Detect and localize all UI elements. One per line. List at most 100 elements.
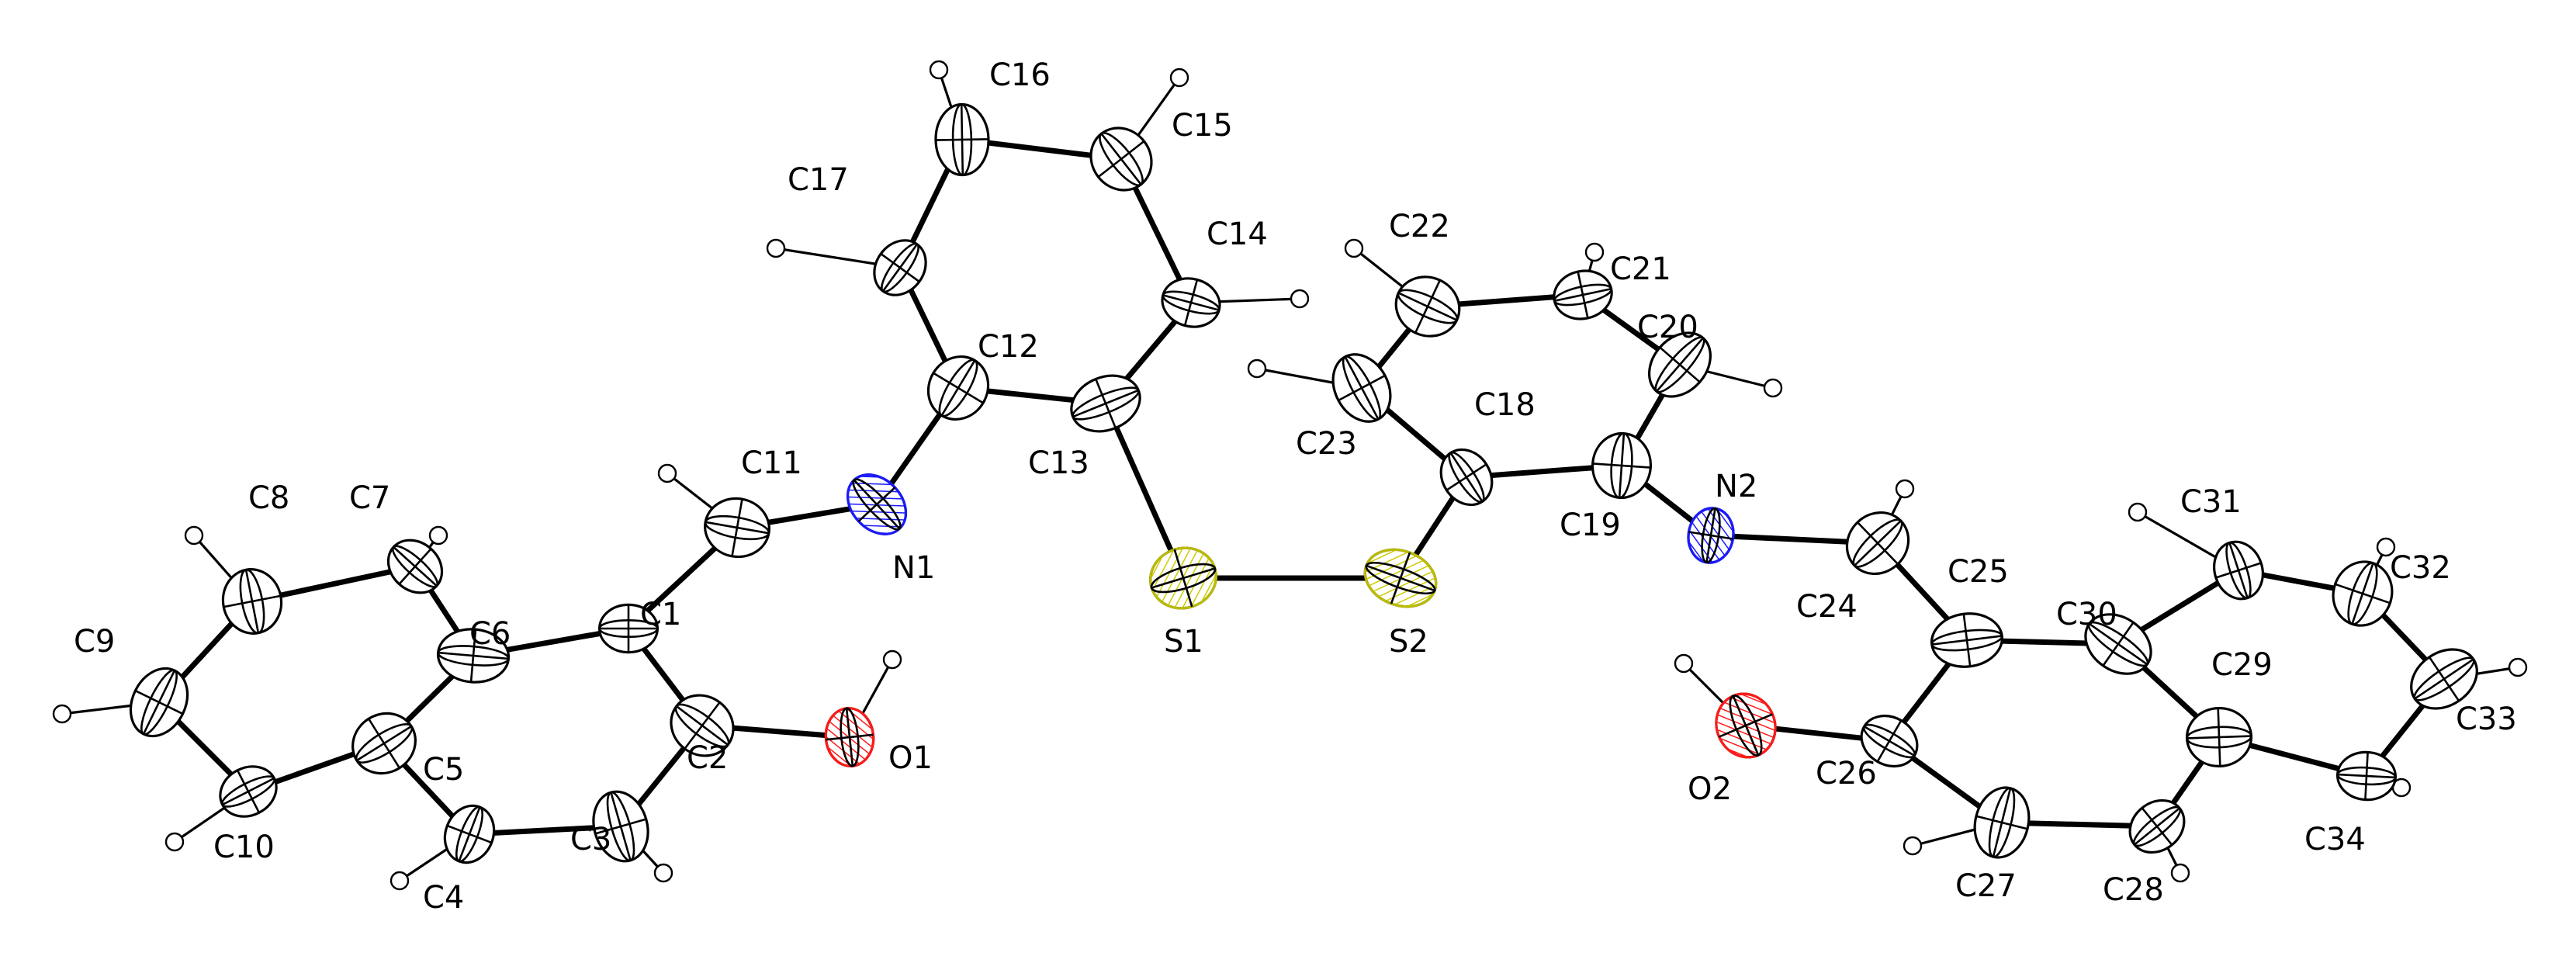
atom-c34 — [2336, 750, 2397, 802]
atom-c3 — [592, 790, 649, 863]
atom-label-c4: C4 — [423, 880, 464, 916]
atom-label-c6: C6 — [469, 616, 511, 652]
atom-label-n2: N2 — [1715, 469, 1757, 504]
atom-label-c24: C24 — [1796, 589, 1858, 625]
atom-c12 — [926, 355, 990, 421]
hydrogen-atom-c15 — [1169, 68, 1189, 88]
atom-c31 — [2213, 540, 2264, 601]
atom-label-c8: C8 — [248, 480, 289, 516]
atom-c18 — [1439, 448, 1494, 507]
atom-c33 — [2410, 648, 2478, 710]
atom-label-c28: C28 — [2103, 872, 2164, 908]
atom-label-c12: C12 — [978, 329, 1039, 365]
atom-label-c11: C11 — [741, 445, 802, 481]
atom-label-n1: N1 — [892, 550, 935, 586]
hydrogen-atom-c3 — [653, 863, 673, 883]
atom-label-c32: C32 — [2390, 550, 2451, 586]
atom-label-c3: C3 — [570, 822, 611, 857]
atom-label-c16: C16 — [989, 57, 1051, 93]
hydrogen-atom-c16 — [929, 60, 949, 80]
atom-c19 — [1591, 431, 1653, 500]
atom-c6 — [436, 628, 511, 684]
hydrogen-atom-c14 — [1290, 289, 1310, 309]
atom-c27 — [1973, 786, 2031, 859]
atom-label-c34: C34 — [2304, 822, 2366, 857]
bond-c13-s1 — [1103, 400, 1186, 581]
atom-label-c19: C19 — [1560, 507, 1621, 543]
atom-label-c2: C2 — [687, 740, 728, 776]
atom-c22 — [1394, 275, 1461, 338]
atom-n2 — [1687, 507, 1735, 564]
atom-c1 — [597, 603, 660, 654]
atom-s2 — [1363, 548, 1438, 608]
hydrogen-atom-c20 — [1763, 378, 1783, 398]
hydrogen-atom-c7 — [428, 525, 448, 546]
atom-label-c15: C15 — [1172, 108, 1233, 144]
atom-label-s1: S1 — [1164, 624, 1203, 660]
hydrogen-atom-c22 — [1344, 238, 1364, 258]
atom-c13 — [1070, 374, 1141, 433]
hydrogen-atom-o2 — [1674, 653, 1694, 674]
atom-c5 — [351, 712, 417, 775]
atom-label-c29: C29 — [2211, 647, 2273, 683]
atom-c9 — [129, 667, 189, 738]
atom-label-c17: C17 — [788, 162, 849, 198]
atom-label-c25: C25 — [1948, 554, 2009, 590]
atom-label-c33: C33 — [2456, 701, 2517, 737]
atom-label-s2: S2 — [1389, 624, 1428, 660]
atom-c17 — [873, 239, 927, 296]
atom-c14 — [1161, 277, 1221, 328]
atom-n1 — [846, 473, 908, 535]
hydrogen-atom-c17 — [766, 238, 786, 258]
atom-c29 — [2185, 706, 2253, 768]
atom-c26 — [1860, 714, 1919, 768]
atom-s1 — [1149, 546, 1217, 610]
atom-c7 — [386, 539, 444, 594]
atom-label-c7: C7 — [349, 480, 390, 516]
atom-c20 — [1648, 331, 1712, 398]
atom-label-c22: C22 — [1389, 209, 1450, 244]
atom-label-c10: C10 — [213, 830, 275, 865]
hydrogen-atom-c33 — [2508, 657, 2528, 677]
atom-c11 — [704, 497, 770, 559]
atom-label-o1: O1 — [888, 740, 933, 776]
hydrogen-atom-c32 — [2376, 537, 2396, 557]
hydrogens-layer — [52, 60, 2528, 891]
labels-layer: C1C2C3C4C5C6C7C8C9C10C11N1O1C12C13C14C15… — [74, 57, 2517, 916]
atom-label-o2: O2 — [1688, 771, 1732, 807]
atom-label-c31: C31 — [2180, 484, 2242, 520]
hydrogen-atom-o1 — [882, 649, 902, 670]
atom-c23 — [1331, 353, 1392, 423]
atom-label-c26: C26 — [1816, 756, 1877, 791]
hydrogen-atom-c10 — [164, 832, 185, 852]
hydrogen-atom-c23 — [1247, 358, 1267, 379]
atom-c16 — [934, 102, 990, 177]
atom-label-c23: C23 — [1296, 426, 1357, 462]
hydrogen-atom-c4 — [390, 871, 410, 891]
hydrogen-atom-c11 — [657, 463, 677, 483]
atom-c28 — [2128, 798, 2186, 854]
atom-c32 — [2332, 560, 2394, 627]
atom-label-c27: C27 — [1955, 868, 2017, 904]
atom-label-c30: C30 — [2056, 597, 2117, 632]
atom-label-c20: C20 — [1637, 310, 1698, 345]
atom-c30 — [2084, 613, 2152, 675]
hydrogen-atom-c27 — [1903, 836, 1923, 856]
atom-c4 — [443, 804, 496, 864]
atom-c24 — [1845, 511, 1910, 576]
atom-label-c13: C13 — [1028, 445, 1089, 481]
atom-c10 — [219, 765, 278, 818]
atom-c25 — [1930, 612, 2004, 668]
atom-label-c21: C21 — [1610, 251, 1671, 287]
atom-c2 — [670, 694, 735, 757]
atom-label-c18: C18 — [1474, 387, 1536, 423]
hydrogen-atom-c21 — [1584, 242, 1605, 262]
hydrogen-atom-c24 — [1895, 479, 1915, 499]
hydrogen-atom-c28 — [2170, 863, 2190, 883]
atom-label-c14: C14 — [1207, 216, 1268, 252]
atom-label-c5: C5 — [423, 752, 464, 788]
atom-o1 — [824, 707, 875, 767]
atom-c15 — [1089, 126, 1153, 192]
